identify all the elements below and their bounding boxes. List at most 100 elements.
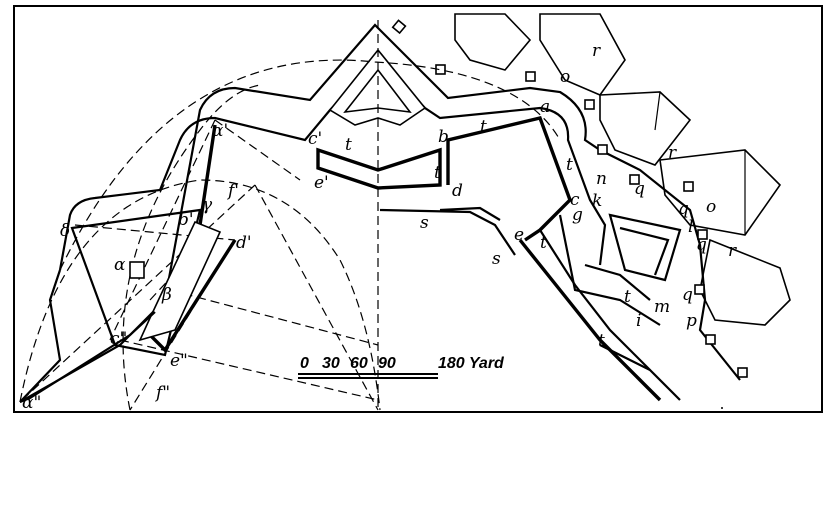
point-labels: α' c' t b t a o r e' t d t n q r o q c g…: [22, 41, 737, 413]
scale-end-label: 180 Yard: [438, 355, 505, 372]
label-t: t: [480, 117, 487, 137]
label-l: l: [688, 217, 693, 237]
label-a: a: [540, 97, 550, 117]
label-f-prime: f': [226, 181, 239, 201]
building-edge: [654, 91, 661, 131]
label-s: s: [492, 249, 501, 269]
turret: [705, 334, 716, 345]
turret: [683, 181, 694, 192]
label-t: t: [434, 163, 441, 183]
construction-line: [129, 239, 236, 411]
label-k: k: [592, 191, 602, 211]
label-r: r: [728, 241, 737, 261]
label-b-prime: b': [178, 210, 194, 230]
scale-tick-60: 60: [350, 355, 368, 372]
turret: [694, 284, 705, 295]
curtain-s-inner: [439, 206, 501, 221]
label-q: q: [634, 179, 645, 199]
construction-arc: [19, 179, 381, 411]
bastion-inner-work: [599, 344, 681, 401]
right-bastion: [558, 213, 682, 401]
building-block: [599, 91, 692, 166]
label-gamma: γ: [202, 195, 213, 215]
curtain-lower-right: [518, 238, 662, 402]
scale-bar: 0 30 60 90 180 Yard: [298, 355, 505, 379]
building-block: [539, 13, 626, 96]
diagram-frame: [13, 5, 823, 413]
label-alpha: α: [114, 255, 126, 275]
label-e: e: [514, 225, 524, 245]
label-t: t: [540, 233, 547, 253]
alpha-marker: [129, 261, 145, 279]
label-c-dprime: c": [110, 329, 127, 349]
bastion-outline: [19, 269, 62, 403]
bastion-inner-work: [619, 226, 670, 276]
bastion-inner-work: [558, 214, 661, 326]
label-delta: δ: [60, 221, 70, 241]
curtain-right: [446, 115, 572, 242]
left-work: [70, 208, 222, 357]
label-t: t: [345, 135, 352, 155]
label-t: t: [566, 155, 573, 175]
label-o: o: [706, 197, 716, 217]
label-r: r: [668, 143, 677, 163]
turret: [629, 174, 640, 185]
construction-line: [169, 289, 379, 346]
label-q: q: [682, 285, 693, 305]
lower-left-bastion: [19, 311, 156, 404]
construction-line: [19, 184, 256, 403]
stray-dot: [721, 407, 723, 409]
label-o: o: [560, 67, 570, 87]
curtain-lower-right-inner: [539, 229, 651, 371]
label-d: d: [452, 181, 463, 201]
construction-line: [214, 119, 301, 181]
scale-tick-30: 30: [322, 355, 340, 372]
building-edge: [599, 13, 626, 61]
turret: [584, 99, 595, 110]
label-c: c: [570, 190, 580, 210]
turret: [697, 229, 708, 240]
building-block: [659, 149, 782, 236]
scale-tick-0: 0: [300, 355, 309, 372]
label-i: i: [636, 311, 641, 331]
construction-arc: [122, 84, 261, 411]
label-t: t: [624, 287, 631, 307]
label-r: r: [592, 41, 601, 61]
curtain-walls: [147, 115, 662, 402]
turrets: [391, 19, 748, 378]
label-p: p: [686, 311, 697, 331]
label-g: g: [572, 205, 583, 225]
label-c-prime: c': [308, 129, 322, 149]
label-e-dprime: e": [170, 351, 188, 371]
label-m: m: [654, 297, 670, 317]
turret: [525, 71, 536, 82]
left-work-inner: [138, 220, 222, 342]
bastion-inner-work: [584, 263, 651, 301]
bastion-inner-work: [608, 213, 682, 282]
curtain-s: [379, 208, 516, 256]
label-e-prime: e': [314, 173, 329, 193]
label-q: q: [696, 235, 707, 255]
turret: [737, 367, 748, 378]
turret: [597, 144, 608, 155]
scale-tick-90: 90: [378, 355, 396, 372]
label-t: t: [598, 331, 605, 351]
left-work-outer: [70, 208, 202, 357]
turret: [391, 19, 407, 35]
construction-lines: [19, 20, 561, 411]
label-f-dprime: f": [154, 383, 170, 403]
building-block: [699, 238, 791, 326]
curtain-center: [316, 147, 442, 190]
label-alpha-prime: α': [212, 121, 228, 141]
label-b: b: [438, 127, 449, 147]
label-d-prime: d': [236, 233, 252, 253]
label-q: q: [678, 199, 689, 219]
construction-line: [254, 184, 379, 411]
label-n: n: [596, 169, 607, 189]
construction-line: [119, 339, 379, 401]
label-s: s: [420, 213, 429, 233]
label-alpha-dprime: α": [22, 393, 41, 413]
construction-arc: [59, 59, 561, 271]
label-beta: β: [161, 285, 172, 305]
